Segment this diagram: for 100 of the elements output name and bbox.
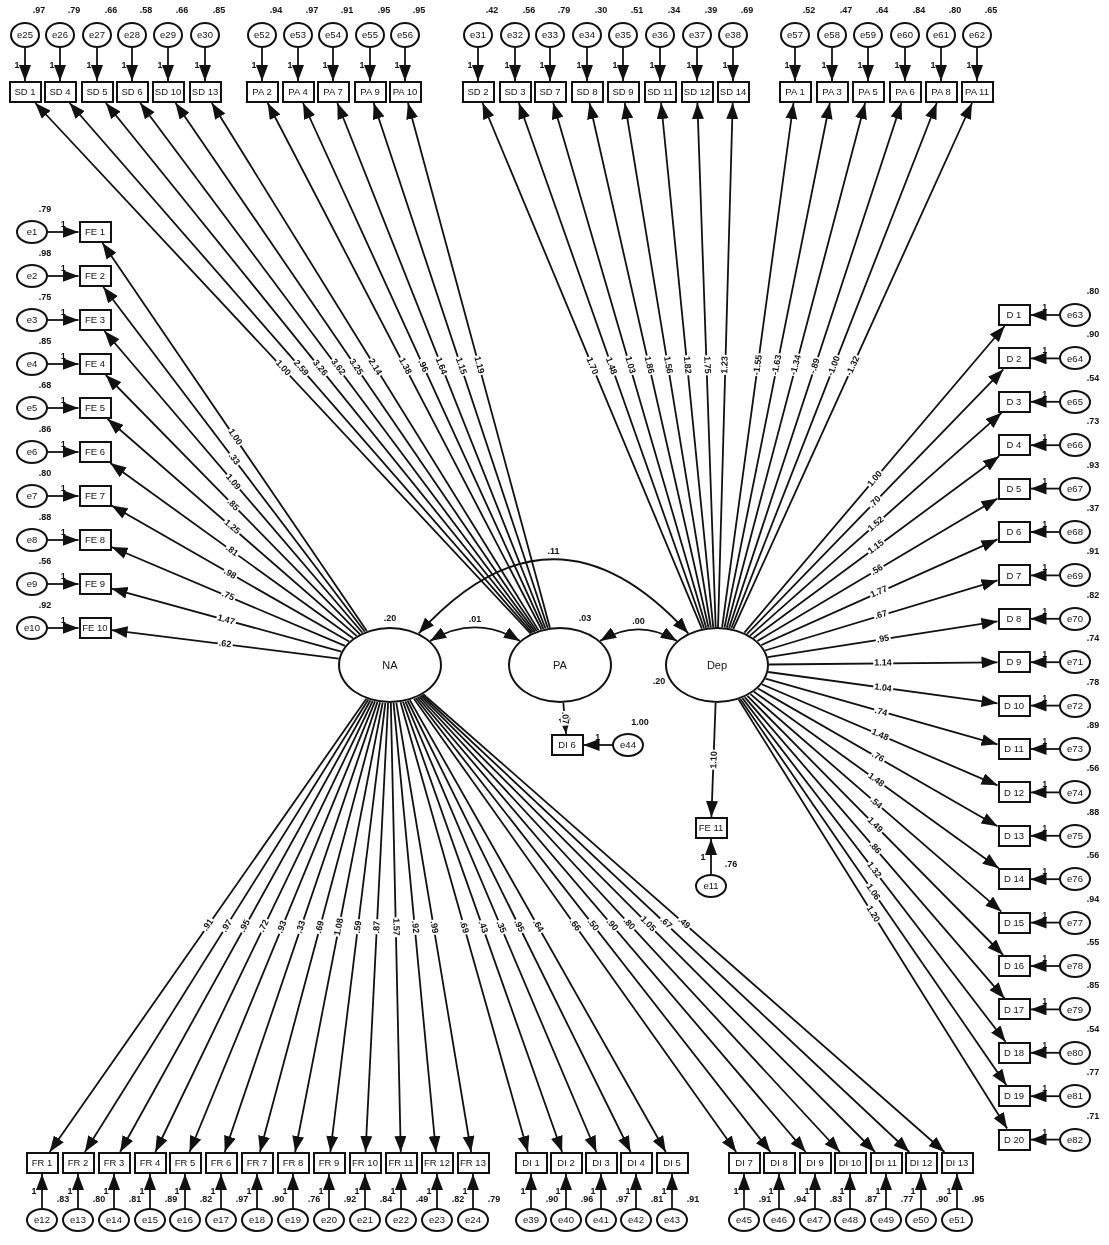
edge-label: .49 <box>675 914 693 932</box>
error-term-ellipse: e1 <box>16 220 48 244</box>
observed-variable-box: DI 1 <box>514 1152 548 1174</box>
path-arrow <box>179 1173 191 1209</box>
edge-label: .70 <box>866 493 884 511</box>
variance-label: .30 <box>593 5 609 15</box>
path-arrow <box>326 701 387 1153</box>
error-term-ellipse: e6 <box>16 440 48 464</box>
observed-variable-box: PA 9 <box>353 81 387 103</box>
path-arrow <box>727 47 739 82</box>
observed-variable-box: DI 12 <box>904 1152 938 1174</box>
path-arrow <box>721 102 798 629</box>
path-arrow <box>743 325 1006 634</box>
path-arrow <box>19 47 31 82</box>
observed-variable-box: SD 5 <box>80 81 114 103</box>
error-term-ellipse: e34 <box>572 22 602 48</box>
path-arrow <box>1029 439 1060 452</box>
edge-label: 1 <box>611 60 619 69</box>
edge-label: 1.14 <box>873 658 894 668</box>
variance-label: .68 <box>37 380 53 390</box>
variance-label: .76 <box>306 1194 322 1204</box>
edge-label: .86 <box>866 839 883 857</box>
path-arrow <box>1029 1003 1060 1016</box>
path-arrow <box>144 1173 156 1209</box>
edge-label: .90 <box>603 916 620 934</box>
variance-label: .79 <box>37 204 53 214</box>
path-arrow <box>162 47 174 82</box>
path-arrow <box>1029 352 1060 365</box>
edge-label: 1 <box>138 1186 146 1196</box>
path-arrow <box>789 47 801 82</box>
edge-label: 1.47 <box>215 613 237 627</box>
variance-label: .56 <box>1085 850 1101 860</box>
error-term-ellipse: e78 <box>1059 954 1091 978</box>
variance-label: .56 <box>37 556 53 566</box>
error-term-ellipse: e40 <box>550 1208 582 1232</box>
edge-label: 1 <box>59 351 67 361</box>
edge-label: 1 <box>767 1186 775 1196</box>
variance-label: .83 <box>55 1194 71 1204</box>
variance-label: .97 <box>614 1194 630 1204</box>
path-arrow <box>110 626 340 660</box>
path-arrow <box>47 226 80 238</box>
observed-variable-box: DI 8 <box>762 1152 796 1174</box>
variance-label: .66 <box>174 5 190 15</box>
error-term-ellipse: e30 <box>190 22 220 48</box>
edge-label: 1 <box>209 1186 217 1196</box>
path-arrow <box>258 701 381 1153</box>
observed-variable-box: PA 8 <box>924 81 958 103</box>
path-arrow <box>582 739 613 751</box>
variance-label: .77 <box>899 1194 915 1204</box>
path-arrow <box>406 102 551 629</box>
path-arrow <box>47 270 80 282</box>
variance-label: .79 <box>556 5 572 15</box>
variance-label: .51 <box>629 5 645 15</box>
variance-label: .47 <box>838 5 854 15</box>
edge-label: 1 <box>389 1186 397 1196</box>
edge-label: 1 <box>1041 866 1049 876</box>
edge-label: .69 <box>313 918 327 936</box>
variance-label: .93 <box>1085 460 1101 470</box>
path-arrow <box>36 1173 48 1209</box>
observed-variable-box: FE 11 <box>694 817 728 839</box>
edge-label: 1 <box>624 1186 632 1196</box>
path-arrow <box>764 579 999 652</box>
edge-label: 1.15 <box>865 537 887 557</box>
variance-label: .75 <box>37 292 53 302</box>
edge-label: 1.64 <box>433 355 450 377</box>
edge-label: 1 <box>554 1186 562 1196</box>
variance-label: .56 <box>1085 763 1101 773</box>
variance-label: .52 <box>801 5 817 15</box>
path-arrow <box>705 838 717 875</box>
variance-label: .85 <box>211 5 227 15</box>
path-arrow <box>360 702 389 1153</box>
edge-label: 1 <box>1041 432 1049 442</box>
edge-label: .67 <box>873 609 890 622</box>
edge-label: .72 <box>256 917 272 935</box>
observed-variable-box: D 10 <box>997 694 1031 717</box>
edge-label: 1 <box>1041 389 1049 399</box>
variance-label: .80 <box>1085 286 1101 296</box>
path-arrow <box>915 1173 927 1209</box>
path-arrow <box>1029 829 1060 842</box>
error-term-ellipse: e44 <box>612 733 644 757</box>
observed-variable-box: PA 7 <box>316 81 350 103</box>
path-arrow <box>110 587 343 653</box>
edge-label: 1 <box>102 1186 110 1196</box>
variance-label: .82 <box>1085 590 1101 600</box>
path-arrow <box>753 690 1000 870</box>
variance-label: .49 <box>414 1194 430 1204</box>
error-term-ellipse: e5 <box>16 396 48 420</box>
edge-label: 1 <box>321 60 329 69</box>
path-arrow <box>126 47 138 82</box>
path-arrow <box>47 446 80 458</box>
edge-label: 1.56 <box>661 354 674 376</box>
error-term-ellipse: e29 <box>153 22 183 48</box>
variance-label: .73 <box>1085 416 1101 426</box>
path-arrow <box>104 374 361 635</box>
edge-label: 1.05 <box>637 913 658 934</box>
edge-label: -1.00 <box>825 353 843 378</box>
path-arrow <box>1029 1133 1060 1146</box>
observed-variable-box: D 6 <box>997 521 1031 543</box>
error-term-ellipse: e54 <box>318 22 348 48</box>
edge-label: 1 <box>874 1186 882 1196</box>
